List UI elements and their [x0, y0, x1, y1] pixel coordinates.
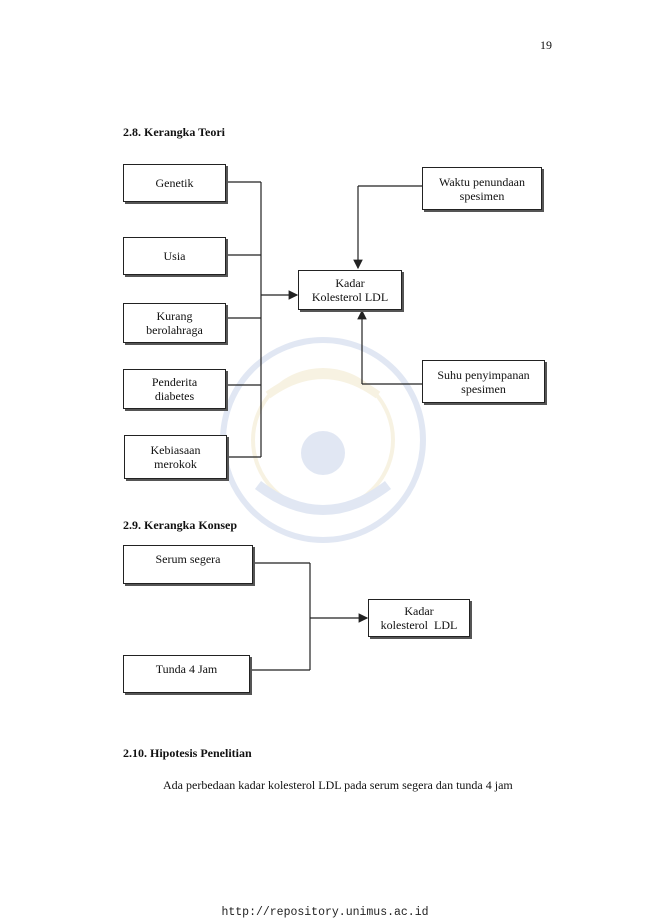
box-suhu-penyimpanan-spesimen: Suhu penyimpanan spesimen — [422, 360, 545, 403]
factor-label-line1: Kebiasaan — [150, 443, 201, 457]
factor-label: Usia — [163, 249, 186, 263]
hypothesis-text: Ada perbedaan kadar kolesterol LDL pada … — [163, 778, 513, 792]
factor-box-kurang-berolahraga: Kurang berolahraga — [123, 303, 226, 343]
box-kadar-kolesterol-ldl-concept: Kadar kolesterol LDL — [368, 599, 470, 637]
factor-label: Genetik — [155, 176, 194, 190]
factor-box-kebiasaan-merokok: Kebiasaan merokok — [124, 435, 227, 479]
page-number: 19 — [540, 38, 552, 52]
section-title-hipotesis: 2.10. Hipotesis Penelitian — [123, 746, 252, 760]
box-label-line2: spesimen — [461, 381, 506, 396]
box-serum-segera: Serum segera — [123, 545, 253, 584]
factor-box-genetik: Genetik — [123, 164, 226, 202]
factor-label-line2: diabetes — [154, 389, 195, 403]
box-label-line2: spesimen — [459, 188, 505, 203]
factor-label-line2: berolahraga — [146, 323, 203, 337]
box-label: Tunda 4 Jam — [155, 662, 218, 676]
box-waktu-penundaan-spesimen: Waktu penundaan spesimen — [422, 167, 542, 210]
section-title-kerangka-konsep: 2.9. Kerangka Konsep — [123, 518, 238, 532]
section-title-kerangka-teori: 2.8. Kerangka Teori — [123, 125, 226, 139]
university-seal-watermark — [220, 337, 426, 543]
box-label-line1: Waktu penundaan — [438, 174, 525, 189]
box-label-line1: Suhu penyimpanan — [437, 367, 530, 382]
box-label-line2: kolesterol LDL — [380, 618, 458, 632]
box-tunda-4-jam: Tunda 4 Jam — [123, 655, 250, 693]
factor-label-line2: merokok — [154, 457, 197, 471]
factor-box-penderita-diabetes: Penderita diabetes — [123, 369, 226, 409]
factor-box-usia: Usia — [123, 237, 226, 275]
center-label-line2: Kolesterol LDL — [311, 290, 389, 304]
box-label-line1: Kadar — [404, 604, 434, 618]
center-label-line1: Kadar — [335, 276, 365, 290]
footer-url: http://repository.unimus.ac.id — [221, 906, 429, 919]
box-label: Serum segera — [155, 552, 221, 566]
center-box-kadar-kolesterol-ldl: Kadar Kolesterol LDL — [298, 270, 402, 310]
factor-label-line1: Kurang — [156, 309, 193, 323]
factor-label-line1: Penderita — [151, 375, 198, 389]
